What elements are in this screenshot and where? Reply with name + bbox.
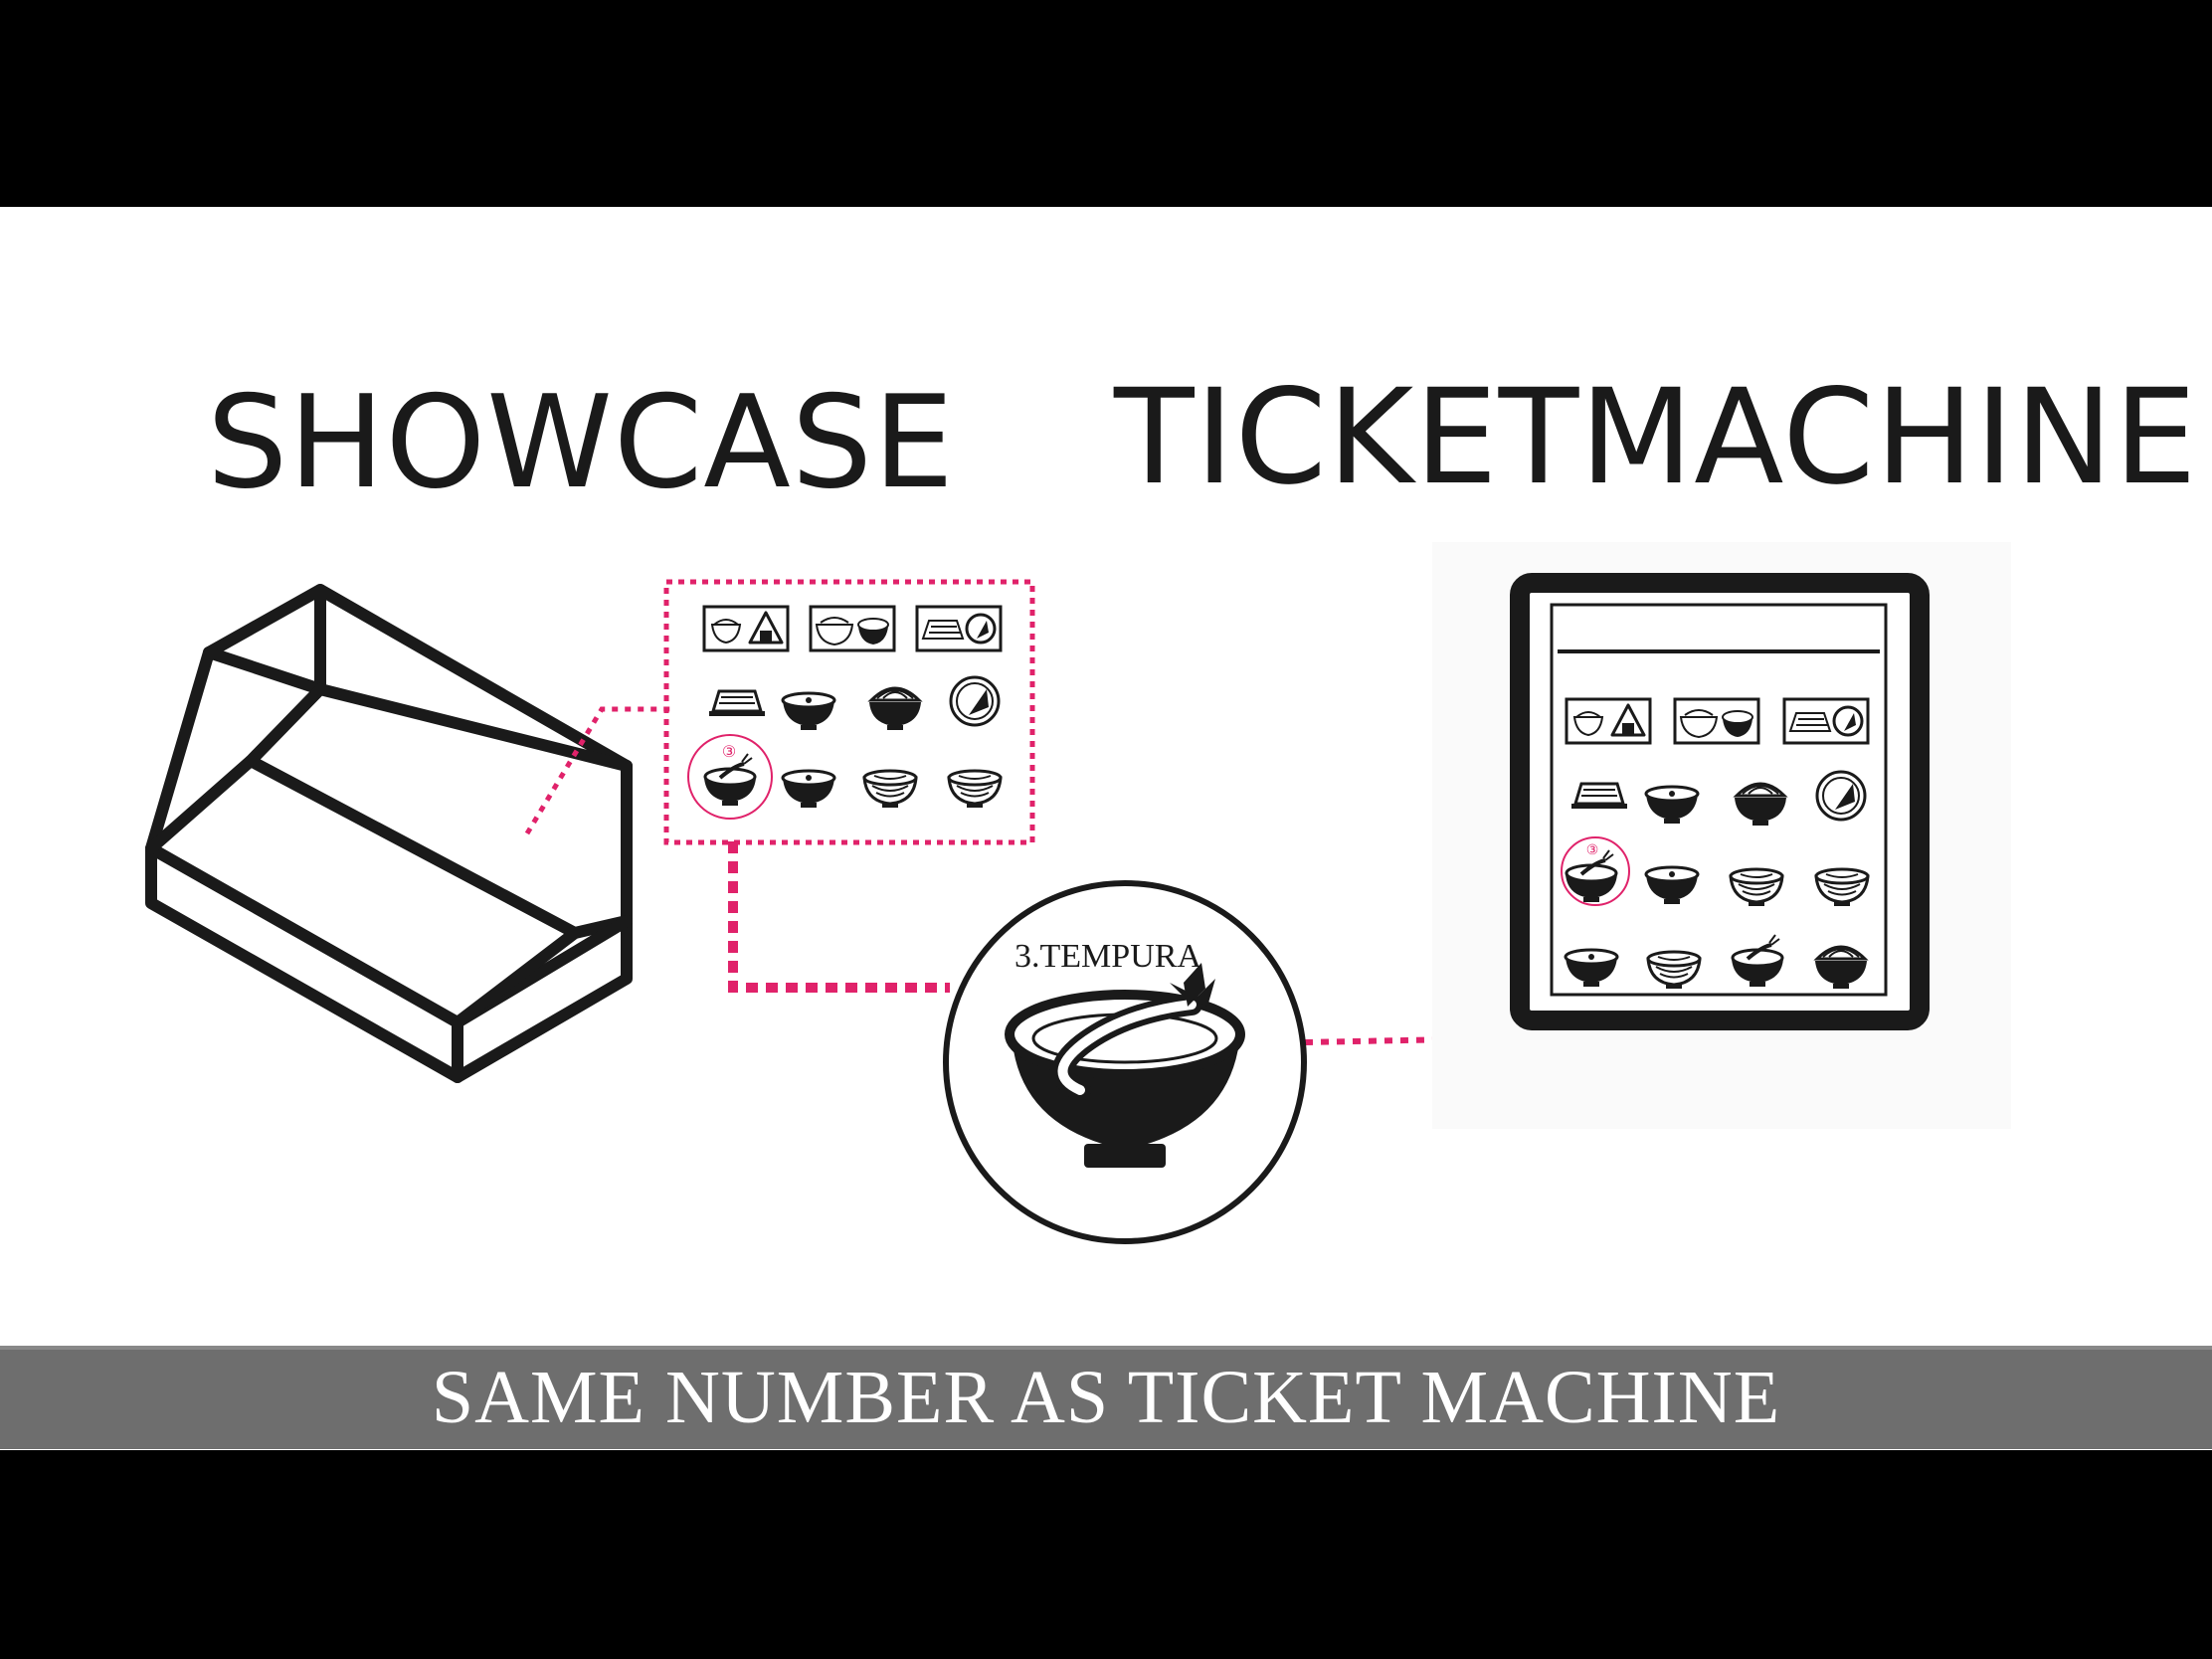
showcase-menu-panel [663,579,1035,845]
showcase-heading: SHOWCASE [207,369,955,517]
machine-item-number: ③ [1586,843,1599,858]
diagram-canvas: ③ 3.TEMPURA [145,542,2011,1244]
ticket-machine-heading: TICKETMACHINE [1114,361,2198,514]
connector-panel-tempura [728,841,950,993]
connector-showcase-panel [524,706,671,835]
showcase-box-icon [145,584,633,1083]
ticket-machine-icon [1432,542,2011,1129]
caption-bar: SAME NUMBER AS TICKET MACHINE [0,1346,2212,1449]
tempura-label: 3.TEMPURA [1014,938,1201,975]
diagram-stage: ③ 3.TEMPURA [0,207,2212,1450]
showcase-item-number: ③ [722,744,736,761]
tempura-bowl-icon [943,880,1307,1244]
